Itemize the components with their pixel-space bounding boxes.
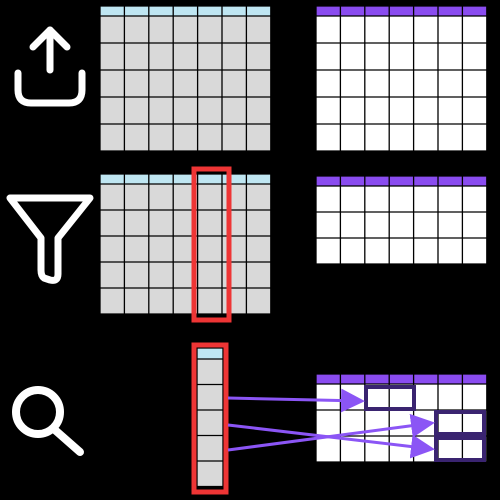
table-header: [197, 348, 223, 359]
table-header: [316, 176, 487, 186]
match-box-3: [434, 436, 486, 462]
search-icon: [12, 386, 84, 456]
source-table-upload: [99, 5, 272, 152]
table-grid: [315, 175, 488, 265]
table-body: [100, 174, 271, 314]
lookup-arrow-3: [227, 413, 435, 452]
table-header: [100, 6, 271, 16]
table-header: [100, 174, 271, 184]
match-box-2: [434, 410, 486, 436]
table-grid: [99, 173, 272, 315]
match-box-1: [364, 385, 416, 411]
search-column-highlight: [191, 342, 229, 495]
table-grid: [315, 5, 488, 152]
table-body: [316, 6, 487, 151]
filter-icon: [6, 194, 94, 284]
source-table-filter: [99, 173, 272, 315]
table-body: [316, 176, 487, 264]
result-table-filter: [315, 175, 488, 265]
result-table-upload: [315, 5, 488, 152]
filter-column-highlight: [191, 166, 232, 323]
table-grid: [99, 5, 272, 152]
table-body: [197, 348, 223, 487]
table-grid: [196, 347, 224, 488]
lookup-arrow-1: [227, 388, 365, 413]
selected-column: [196, 347, 224, 488]
table-body: [100, 6, 271, 151]
table-header: [316, 6, 487, 16]
table-header: [316, 374, 487, 384]
upload-icon: [14, 26, 86, 107]
